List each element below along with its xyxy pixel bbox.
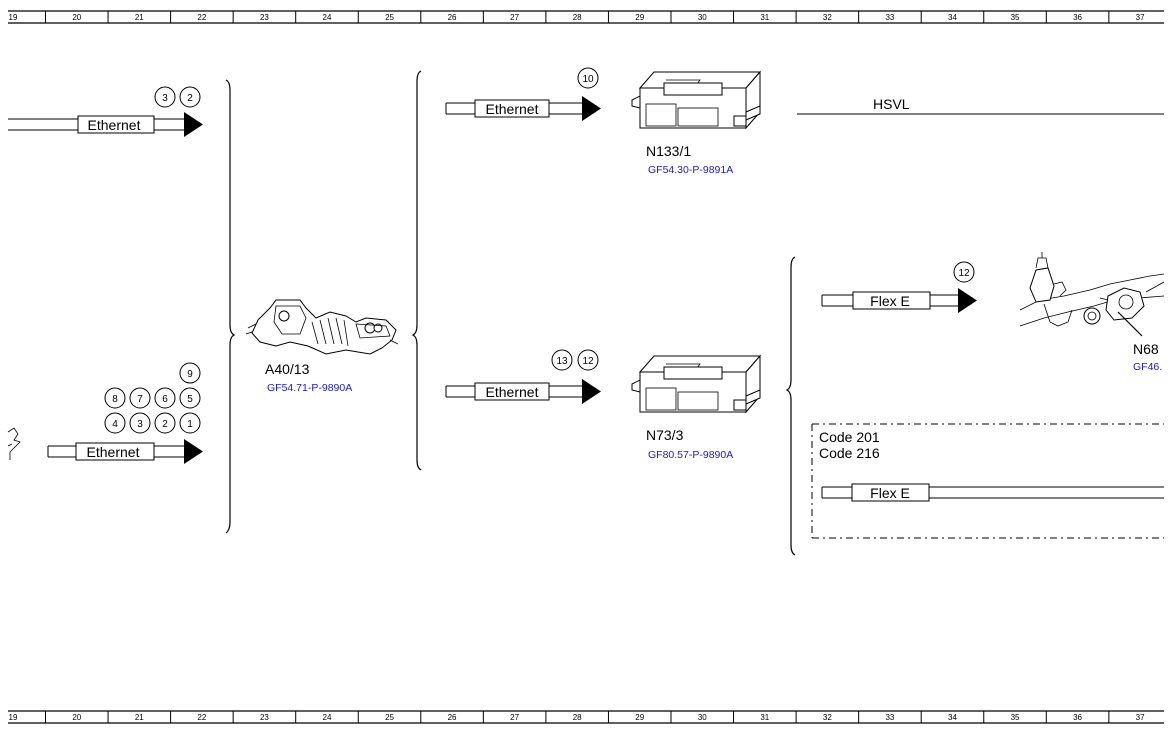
bottom-ruler-number: 24 [323,713,332,722]
circle-number: 1 [187,419,193,430]
bottom-ruler-number: 30 [698,713,707,722]
bottom-ruler: 19 20 21 22 23 24 25 26 27 28 29 30 31 32 33 34 35 36 37 [8,710,1164,724]
flex-e-connector-top[interactable]: Flex E [821,288,977,313]
bottom-ruler-number: 34 [948,713,957,722]
bottom-ruler-number: 35 [1011,713,1020,722]
bottom-ruler-number: 27 [510,713,519,722]
circle-number: 13 [556,356,568,367]
circle-number: 4 [112,419,118,430]
circle-number: 9 [187,369,193,380]
top-ruler-number: 28 [573,13,582,22]
bottom-ruler-number: 25 [385,713,394,722]
code-216-label: Code 216 [819,445,880,461]
connector-label: Flex E [870,293,910,309]
bottom-ruler-number: 32 [823,713,832,722]
top-ruler-number: 21 [135,13,144,22]
n73-3-ref-link[interactable]: GF80.57-P-9890A [648,449,733,461]
bottom-ruler-number: 20 [72,713,81,722]
circle-markers-mid-top: 10 [577,67,599,89]
code-option-box [811,423,1164,539]
partial-component-left [7,427,21,460]
n73-3-control-unit-illustration [631,354,762,414]
top-ruler-number: 29 [635,13,644,22]
circle-number: 12 [582,356,594,367]
ethernet-connector-mid-top[interactable]: Ethernet [445,96,601,121]
top-ruler-number: 37 [1136,13,1145,22]
top-ruler-number: 32 [823,13,832,22]
circle-number: 5 [187,394,193,405]
circle-markers-mid-bottom: 13 12 [551,349,599,371]
ethernet-connector-left-bottom[interactable]: Ethernet [47,439,203,464]
circle-number: 2 [187,93,193,104]
circle-number: 3 [162,93,168,104]
n68-label: N68 [1133,341,1159,357]
bottom-ruler-number: 31 [760,713,769,722]
bottom-ruler-number: 21 [135,713,144,722]
circle-markers-left-bottom: 9 8 7 6 5 4 3 2 1 [104,362,201,434]
top-ruler-number: 27 [510,13,519,22]
circle-number: 3 [137,419,143,430]
n133-1-control-unit-illustration [631,70,762,130]
top-ruler-number: 26 [448,13,457,22]
bottom-ruler-number: 37 [1136,713,1145,722]
bottom-ruler-number: 36 [1073,713,1082,722]
circle-number: 7 [137,394,143,405]
circle-number: 2 [162,419,168,430]
a40-13-ref-link[interactable]: GF54.71-P-9890A [267,382,352,394]
top-ruler-number: 34 [948,13,957,22]
circle-markers-flex-top: 12 [953,261,975,283]
top-ruler-number: 20 [72,13,81,22]
middle-brace [411,70,422,471]
top-ruler-number: 24 [323,13,332,22]
flex-e-connector-bottom[interactable]: Flex E [821,483,1164,502]
right-brace [785,256,796,556]
circle-number: 6 [162,394,168,405]
bottom-ruler-number: 23 [260,713,269,722]
a40-13-label: A40/13 [265,361,310,377]
connector-label: Ethernet [486,101,539,117]
circle-number: 8 [112,394,118,405]
n73-3-label: N73/3 [646,427,684,443]
top-ruler-number: 35 [1011,13,1020,22]
top-ruler-number: 30 [698,13,707,22]
bottom-ruler-number: 19 [9,713,18,722]
bottom-ruler-number: 29 [635,713,644,722]
n68-ref-link[interactable]: GF46. [1133,361,1162,373]
circle-number: 10 [582,74,594,85]
top-ruler-number: 19 [9,13,18,22]
top-ruler-number: 36 [1073,13,1082,22]
connector-label: Ethernet [88,117,141,133]
top-ruler-number: 25 [385,13,394,22]
connector-label: Ethernet [87,444,140,460]
top-ruler-number: 23 [260,13,269,22]
n68-steering-component-illustration [1019,252,1165,337]
circle-number: 12 [958,268,970,279]
bottom-ruler-number: 33 [885,713,894,722]
top-ruler-number: 33 [885,13,894,22]
top-ruler: 19 20 21 22 23 24 25 26 27 28 29 30 31 32 33 34 35 36 37 [8,10,1164,24]
n133-1-label: N133/1 [646,143,691,159]
bottom-ruler-number: 28 [573,713,582,722]
code-201-label: Code 201 [819,429,880,445]
ethernet-connector-mid-bottom[interactable]: Ethernet [445,379,601,404]
connector-label: Ethernet [486,384,539,400]
top-ruler-number: 31 [760,13,769,22]
top-ruler-number: 22 [197,13,206,22]
n133-1-ref-link[interactable]: GF54.30-P-9891A [648,164,733,176]
bottom-ruler-number: 26 [448,713,457,722]
connector-label: Flex E [870,485,910,501]
bottom-ruler-number: 22 [197,713,206,722]
a40-13-component-illustration [245,299,399,355]
ethernet-connector-left-top[interactable]: Ethernet [8,112,203,137]
left-brace [225,79,236,534]
hsvl-label: HSVL [873,96,910,112]
circle-markers-left-top: 3 2 [154,86,201,108]
